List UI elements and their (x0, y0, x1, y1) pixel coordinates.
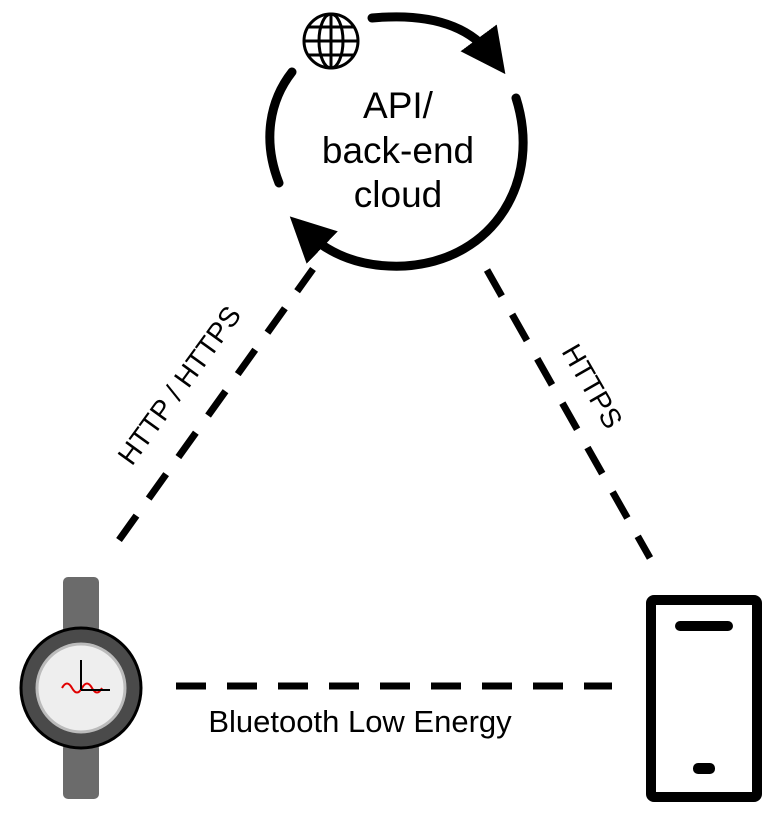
cycle-arc-right (289, 93, 528, 271)
globe-icon (302, 12, 360, 70)
watch-band-top (63, 577, 99, 633)
label-bluetooth: Bluetooth Low Energy (208, 704, 512, 739)
label-https: HTTPS (556, 339, 629, 434)
cloud-label: API/ back-end cloud (322, 85, 474, 215)
watch-band-bottom (63, 743, 99, 799)
cloud-cycle (265, 12, 528, 271)
phone-speaker (675, 621, 733, 631)
cloud-label-line-2: back-end (322, 130, 474, 171)
phone-home-button (693, 763, 715, 774)
smartwatch-icon (19, 577, 143, 799)
link-device-cloud (116, 266, 316, 543)
smartphone-icon (646, 595, 762, 802)
cycle-arrow-top (367, 12, 506, 75)
link-phone-cloud (483, 268, 654, 560)
cloud-label-line-1: API/ (363, 85, 434, 126)
label-http-https: HTTP / HTTPS (112, 300, 247, 470)
cloud-label-line-3: cloud (354, 174, 442, 215)
cycle-arc-left (265, 67, 297, 188)
phone-body (646, 595, 762, 802)
